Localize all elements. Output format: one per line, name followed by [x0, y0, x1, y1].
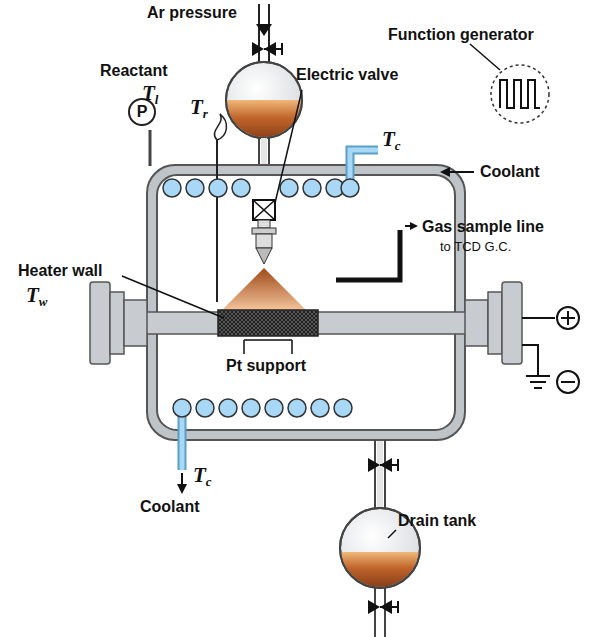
- generator-label: Function generator: [388, 26, 534, 44]
- subscript: c: [206, 474, 212, 489]
- coolant-label: Coolant: [140, 498, 200, 516]
- subscript: l: [155, 92, 159, 107]
- part-label: Pt support: [226, 357, 306, 375]
- part-label: Heater wall: [18, 262, 102, 280]
- gauge-letter: P: [137, 103, 148, 121]
- temperature-symbol: Tc: [193, 464, 212, 489]
- coolant-label: Coolant: [480, 163, 540, 181]
- valve-label: Electric valve: [296, 66, 398, 84]
- temperature-symbol: Tc: [382, 128, 401, 153]
- subscript: w: [39, 294, 48, 309]
- inlet-label: Ar pressure: [147, 4, 237, 22]
- temperature-symbol: Tw: [26, 284, 48, 309]
- line-note: to TCD G.C.: [440, 240, 511, 254]
- line-label: Gas sample line: [422, 218, 544, 236]
- temperature-symbol: Tr: [190, 96, 208, 121]
- tank-label: Drain tank: [398, 512, 476, 530]
- subscript: c: [395, 138, 401, 153]
- subscript: r: [203, 106, 208, 121]
- vessel-label: Reactant: [100, 62, 168, 80]
